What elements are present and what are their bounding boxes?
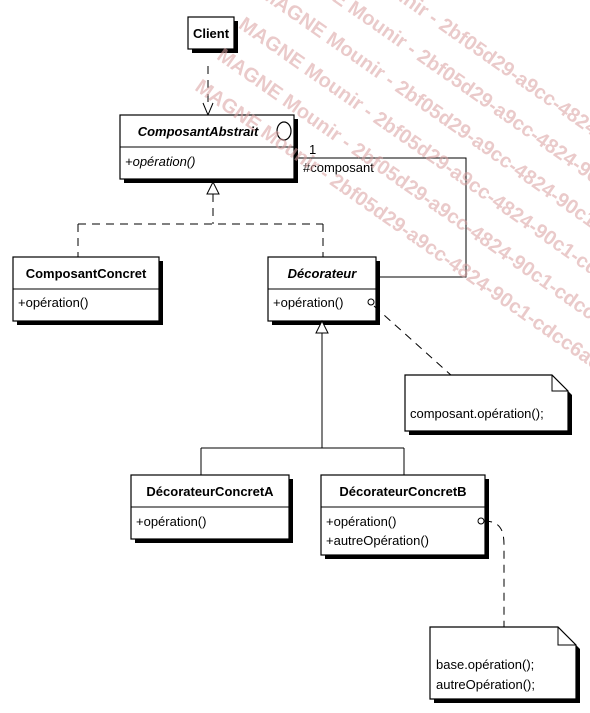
note-b-line-1: base.opération(); — [436, 657, 534, 672]
note-decorateur-text: composant.opération(); — [410, 406, 544, 421]
client-box[interactable]: Client — [187, 16, 238, 53]
composant-abstrait-name: ComposantAbstrait — [138, 124, 259, 139]
decorateur-concret-a-name: DécorateurConcretA — [146, 484, 274, 499]
note-decorateur[interactable]: composant.opération(); — [404, 374, 572, 435]
composant-concret-name: ComposantConcret — [26, 266, 147, 281]
note-link-b — [483, 520, 505, 627]
decorateur-concret-b-method-1: +opération() — [326, 514, 396, 529]
association-multiplicity: 1 — [309, 142, 316, 157]
interface-icon — [276, 121, 292, 141]
class-composant-concret[interactable]: ComposantConcret +opération() — [12, 256, 163, 325]
note-b[interactable]: base.opération(); autreOpération(); — [429, 626, 580, 703]
realization-arrows — [77, 180, 324, 257]
note-anchor-b-icon — [477, 517, 485, 525]
decorateur-name: Décorateur — [288, 266, 358, 281]
client-dependency — [202, 66, 214, 117]
note-b-line-2: autreOpération(); — [436, 677, 535, 692]
decorateur-concret-b-name: DécorateurConcretB — [339, 484, 466, 499]
composant-abstrait-method: +opération() — [125, 154, 195, 169]
class-decorateur-concret-a[interactable]: DécorateurConcretA +opération() — [130, 474, 293, 543]
client-label: Client — [193, 26, 230, 41]
inheritance-arrows — [200, 319, 405, 475]
class-decorateur[interactable]: Décorateur +opération() — [267, 256, 380, 325]
association-role: #composant — [303, 160, 374, 175]
note-link-decorateur — [373, 305, 453, 377]
decorateur-concret-b-method-2: +autreOpération() — [326, 533, 429, 548]
decorateur-concret-a-method: +opération() — [136, 514, 206, 529]
composant-concret-method: +opération() — [18, 295, 88, 310]
composition-line — [298, 157, 467, 278]
class-decorateur-concret-b[interactable]: DécorateurConcretB +opération() +autreOp… — [320, 474, 489, 559]
decorateur-method: +opération() — [273, 295, 343, 310]
note-anchor-icon — [367, 298, 375, 306]
class-composant-abstrait[interactable]: ComposantAbstrait +opération() — [119, 114, 298, 183]
